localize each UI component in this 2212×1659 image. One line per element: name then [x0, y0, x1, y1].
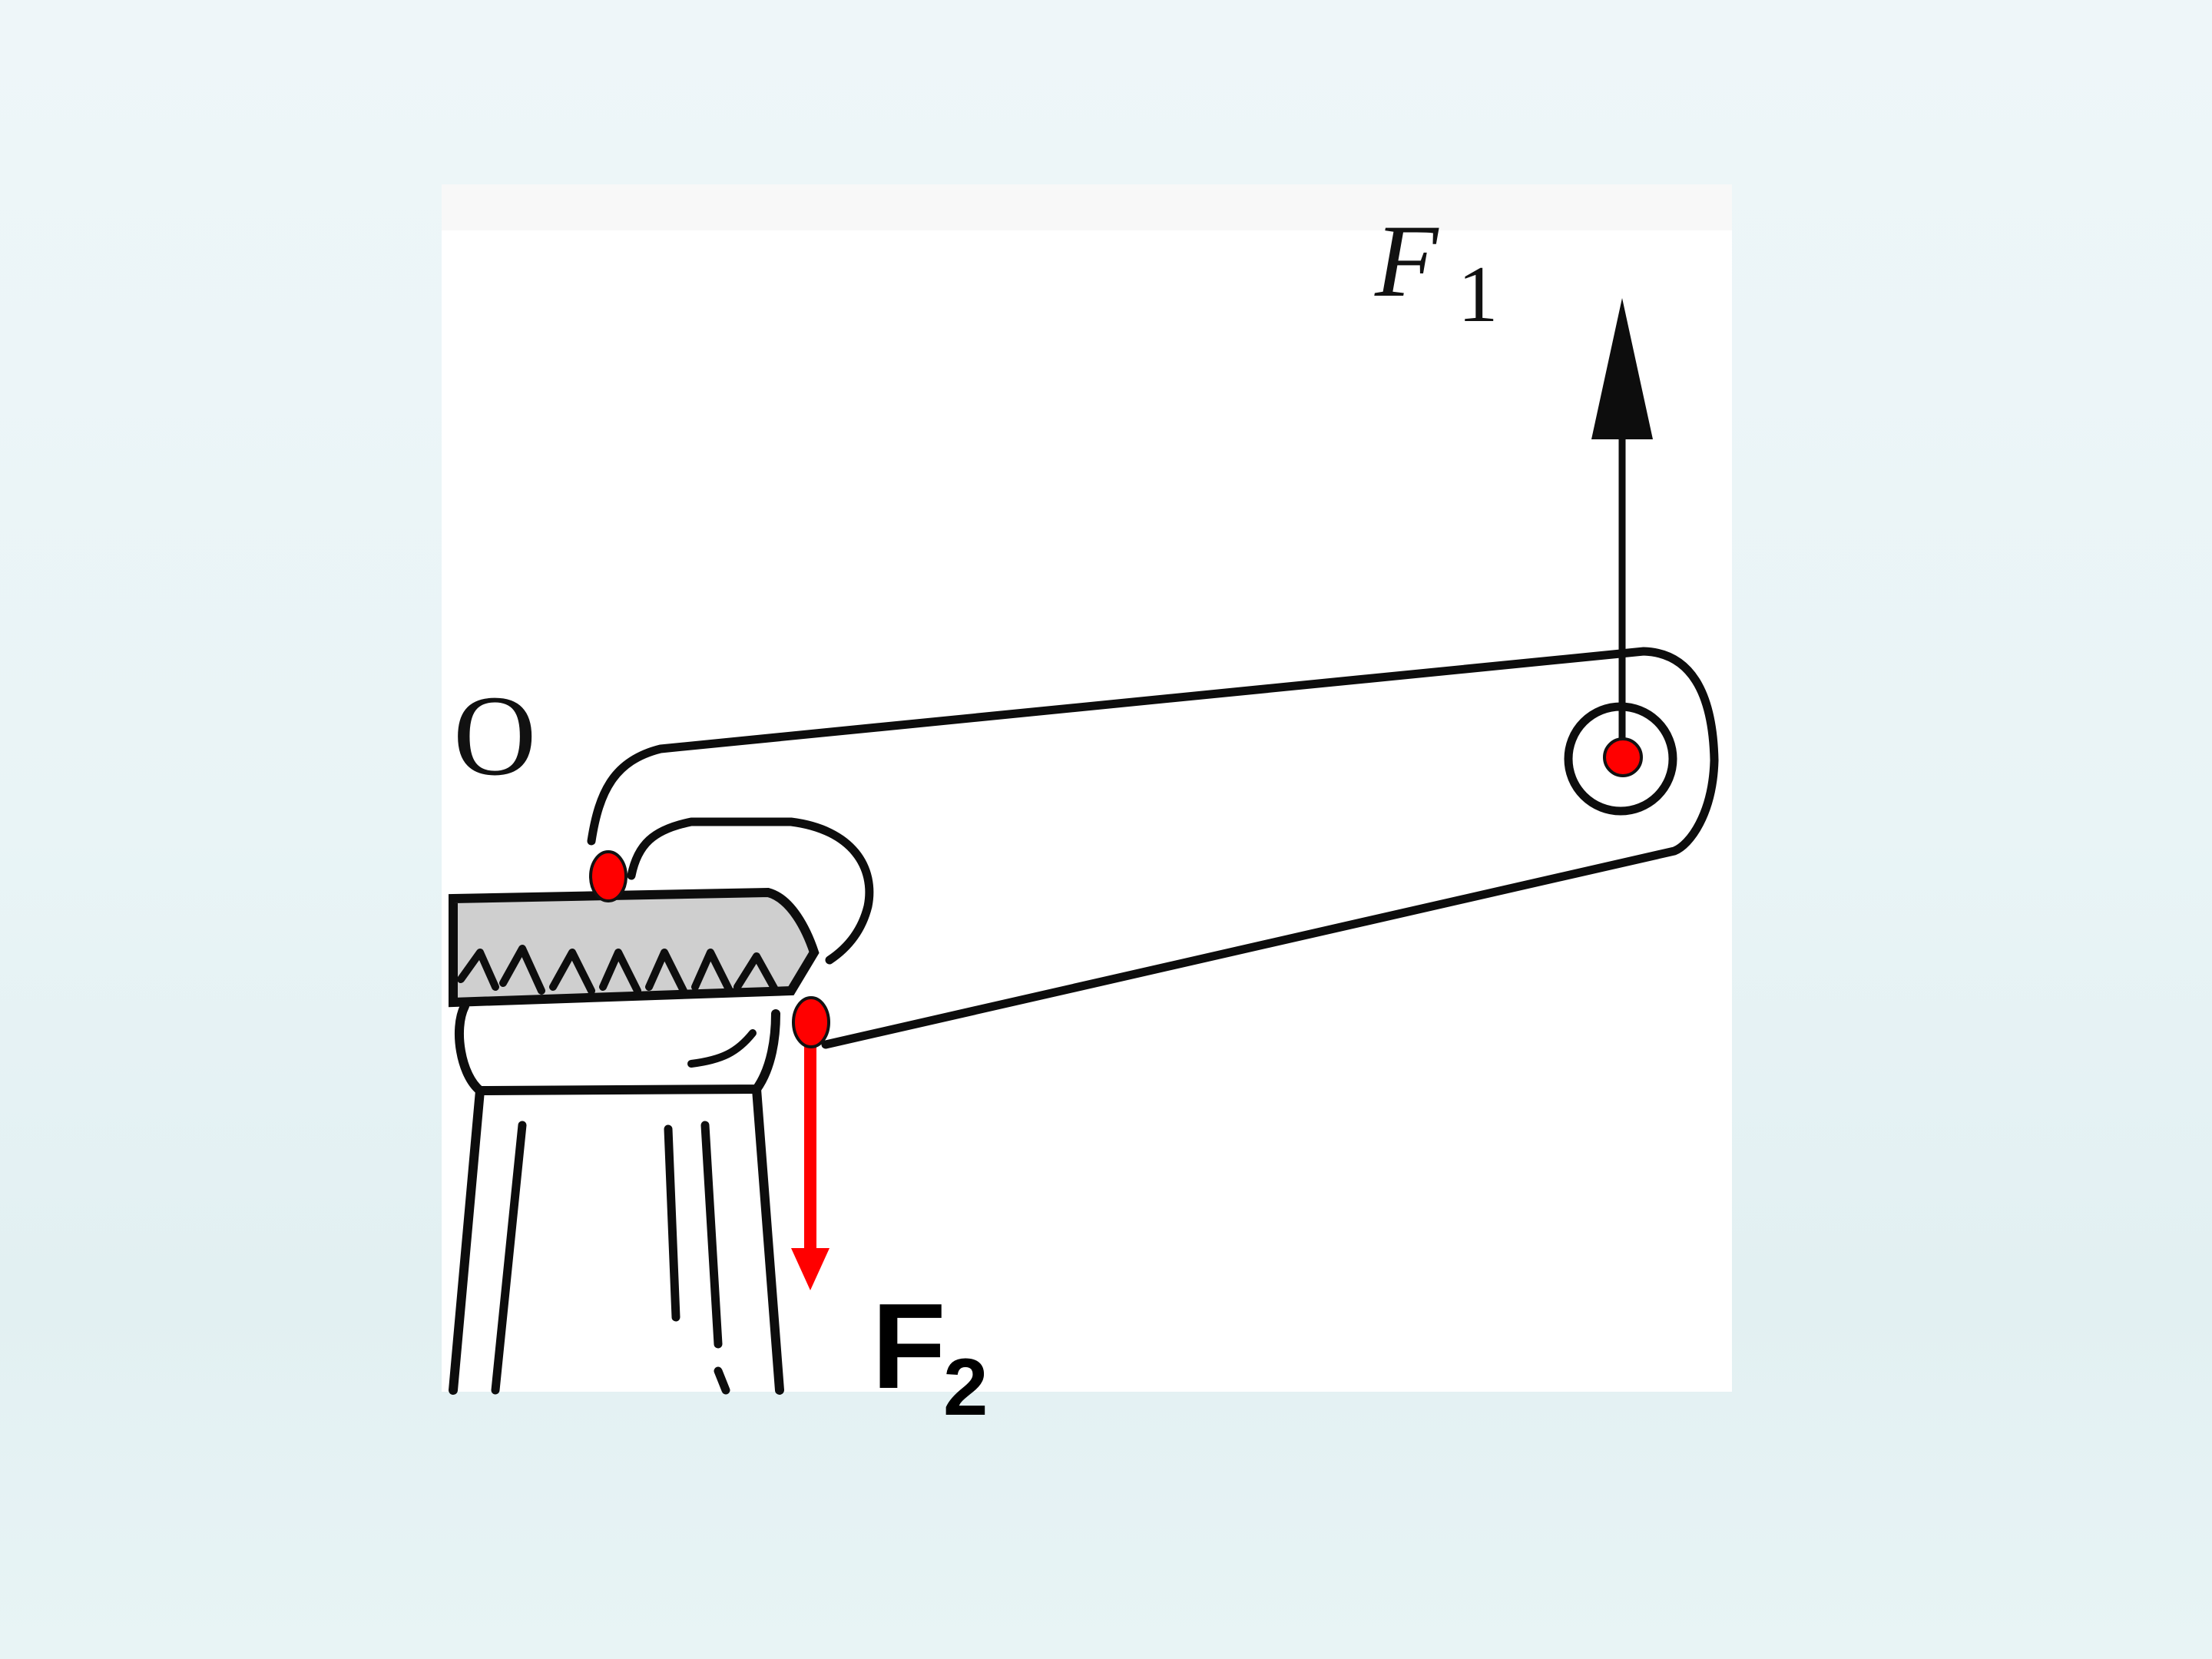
- f2-label: F: [872, 1279, 946, 1414]
- bottle: [449, 887, 820, 1395]
- fulcrum-label: O: [453, 672, 536, 800]
- load-arrow-f2: [791, 1025, 830, 1290]
- f1-label: F: [1374, 204, 1439, 319]
- arrow-down-icon: [791, 1248, 830, 1290]
- effort-arrow-f1: [1591, 298, 1653, 760]
- f2-subscript: 2: [943, 1343, 988, 1432]
- effort-point-marker: [1603, 737, 1643, 777]
- load-point-marker: [792, 996, 830, 1048]
- f1-subscript: 1: [1458, 249, 1498, 339]
- opener-lever: [587, 647, 1719, 1049]
- diagram-panel: [442, 184, 1732, 1392]
- arrow-up-icon: [1591, 298, 1653, 439]
- fulcrum-point-marker: [589, 850, 628, 902]
